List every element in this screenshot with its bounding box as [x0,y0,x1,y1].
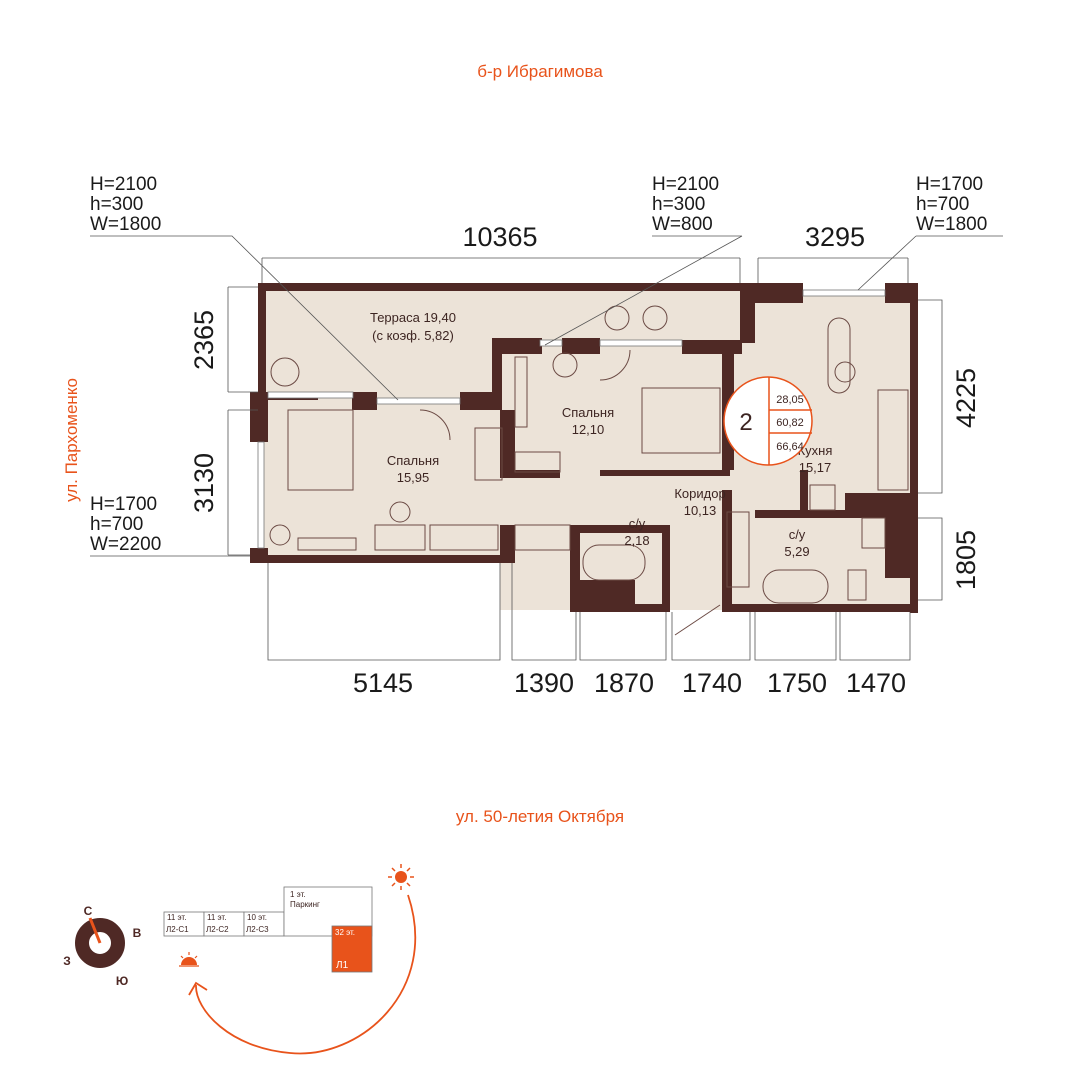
windows-0-W: W=1800 [90,214,161,235]
dimension-labels: 10365 3295 2365 3130 4225 1805 5145 1390… [189,222,981,698]
windows-0-h: h=300 [90,194,143,215]
room-wc2-area: 5,29 [784,544,809,559]
room-terrace-sub: (с коэф. 5,82) [372,328,454,343]
room-kitchen-area: 15,17 [799,460,832,475]
site-4-name: Л1 [336,960,349,971]
room-corridor-area: 10,13 [684,503,717,518]
room-count: 2 [739,409,752,436]
windows [257,289,886,549]
chair-icon [642,305,668,331]
door-icon [419,409,451,441]
dim-bottom-3: 1740 [682,668,742,698]
arrow-head-icon [188,981,208,996]
sun-arc [195,894,417,1055]
room-bedroom1-name: Спальня [562,405,614,420]
total-area-terrace: 66,64 [776,441,804,453]
room-terrace-name: Терраса 19,40 [370,310,456,325]
windows-1-H: H=2100 [652,174,719,195]
living-area: 28,05 [776,394,804,406]
room-kitchen-name: Кухня [798,443,833,458]
dim-right-1: 1805 [951,530,981,590]
chair-icon [604,305,630,331]
dim-right-0: 4225 [951,368,981,428]
room-wc2-name: с/у [789,527,806,542]
sun-path [179,864,417,1055]
compass-ring-icon [75,918,125,968]
room-bedroom2-name: Спальня [387,453,439,468]
street-top: б-р Ибрагимова [477,62,603,81]
compass-s: Ю [116,974,128,988]
site-0-name: Л2-С1 [166,925,189,934]
dim-bottom-0: 5145 [353,668,413,698]
furniture [269,305,909,636]
apartment-badge: 2 28,05 60,82 66,64 [723,376,813,466]
dim-left-0: 2365 [189,310,219,370]
compass: С В З Ю [63,904,141,988]
windows-3-W: W=2200 [90,534,161,555]
site-2-name: Л2-С3 [246,925,269,934]
total-area: 60,82 [776,417,804,429]
dining-table-icon [827,317,851,394]
plant-icon [552,352,578,378]
chair-icon [389,501,411,523]
current-building [331,925,373,973]
dim-top-0: 10365 [462,222,537,252]
windows-2-h: h=700 [916,194,969,215]
site-2-floors: 10 эт. [247,913,267,922]
site-4-floors: 32 эт. [335,928,355,937]
windows-1-W: W=800 [652,214,713,235]
chair-icon [834,361,856,383]
windows-1-h: h=300 [652,194,705,215]
street-bottom: ул. 50-летия Октября [456,807,624,826]
dim-bottom-5: 1470 [846,668,906,698]
windows-0-H: H=2100 [90,174,157,195]
site-3-floors: 1 эт. [290,890,306,899]
bed-icon [287,409,354,491]
windows-2-H: H=1700 [916,174,983,195]
kitchen-counter-icon [877,389,909,491]
wardrobe-icon [474,427,503,481]
windows-3-H: H=1700 [90,494,157,515]
plant-icon [269,524,291,546]
site-1-floors: 11 эт. [207,913,226,922]
room-bedroom1-area: 12,10 [572,422,605,437]
room-bedroom2-area: 15,95 [397,470,430,485]
compass-n: С [84,904,93,918]
windows-3-h: h=700 [90,514,143,535]
windows-2-W: W=1800 [916,214,987,235]
dim-bottom-2: 1870 [594,668,654,698]
sun-icon [395,871,407,883]
door-icon [599,349,631,381]
compass-w: З [63,954,71,968]
desk-icon [374,524,426,551]
room-wc1-area: 2,18 [624,533,649,548]
room-corridor-name: Коридор [674,486,725,501]
dim-bottom-1: 1390 [514,668,574,698]
bathtub-icon [762,569,829,604]
plant-icon [270,357,300,387]
dim-left-1: 3130 [189,453,219,513]
door-icon [674,604,721,636]
dim-top-1: 3295 [805,222,865,252]
room-labels: Терраса 19,40 (с коэф. 5,82) Спальня 12,… [370,310,832,559]
compass-e: В [133,926,142,940]
site-3-name: Паркинг [290,900,320,909]
window-specs: H=2100 h=300 W=1800 H=2100 h=300 W=800 H… [90,174,987,555]
site-0-floors: 11 эт. [167,913,186,922]
dim-bottom-4: 1750 [767,668,827,698]
bed-icon [641,387,721,454]
street-left: ул. Пархоменко [62,378,81,502]
bathtub-icon [582,544,646,581]
dimension-lines [90,235,1003,661]
room-wc1-name: с/у [629,516,646,531]
north-arrow-icon [88,917,102,944]
site-1-name: Л2-С2 [206,925,229,934]
site-plan: 11 эт. Л2-С1 11 эт. Л2-С2 10 эт. Л2-С3 1… [163,886,373,973]
sunset-icon [181,957,197,965]
